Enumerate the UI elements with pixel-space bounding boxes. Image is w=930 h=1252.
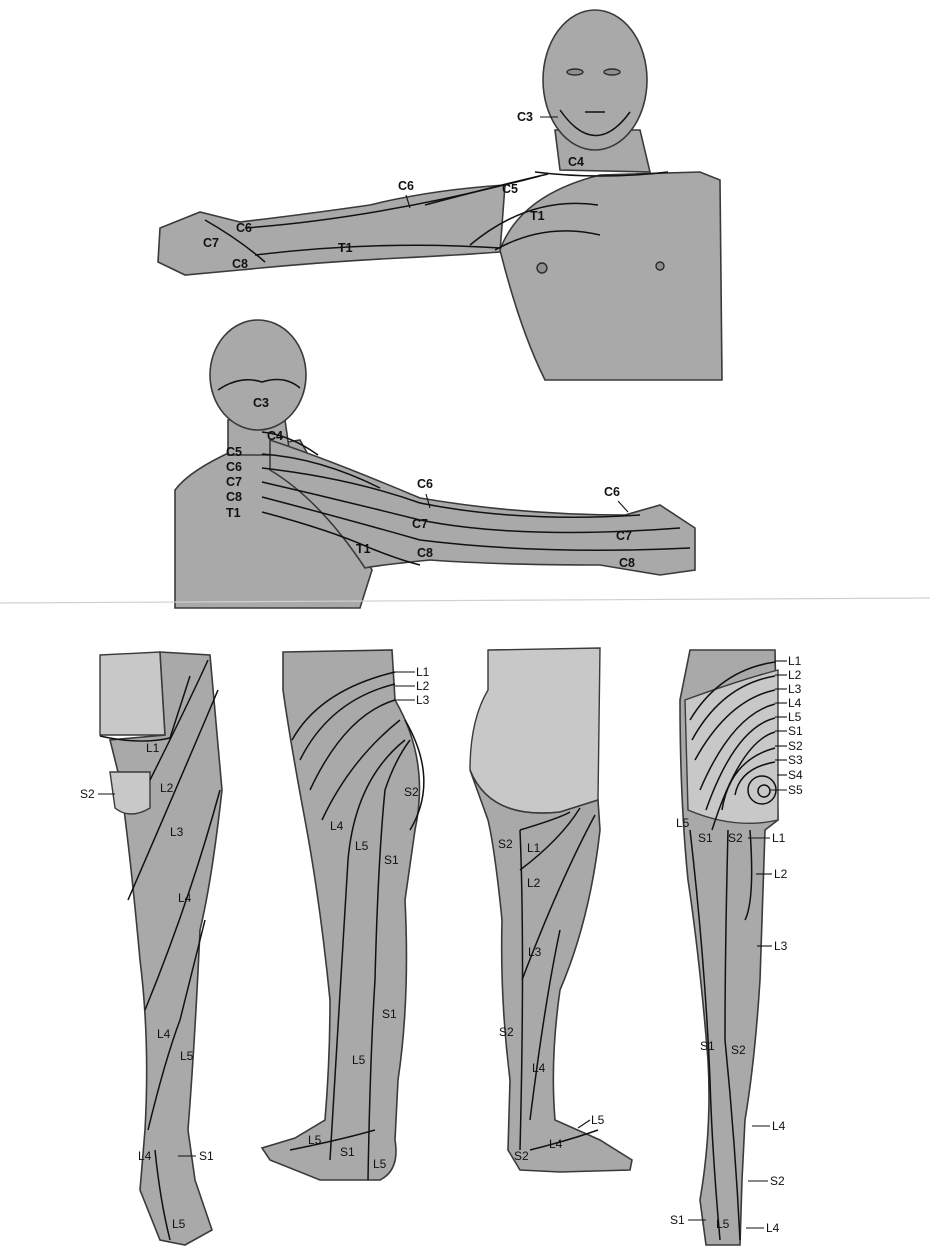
label-c6-upper: C6 xyxy=(398,179,414,193)
label-med-l4-foot: L4 xyxy=(549,1137,563,1151)
label-post-l5-side: L5 xyxy=(676,816,690,830)
label-post-l3: L3 xyxy=(788,682,802,696)
label-front-l3: L3 xyxy=(170,825,184,839)
label-post-c5: C5 xyxy=(226,445,242,459)
label-t1-chest: T1 xyxy=(530,209,545,223)
label-post-c3: C3 xyxy=(253,396,269,410)
label-post-s2-thigh: S2 xyxy=(728,831,743,845)
label-post-c8: C8 xyxy=(226,490,242,504)
label-lat-s1: S1 xyxy=(384,853,399,867)
label-post-c6-arm: C6 xyxy=(417,477,433,491)
right-eye xyxy=(604,69,620,75)
nipple-left xyxy=(537,263,547,273)
label-post-c4: C4 xyxy=(267,429,283,443)
label-post-s1: S1 xyxy=(788,724,803,738)
label-post-l1: L1 xyxy=(788,654,802,668)
label-med-s2: S2 xyxy=(498,837,513,851)
label-med-l1: L1 xyxy=(527,841,541,855)
label-post-s4: S4 xyxy=(788,768,803,782)
label-post-l4: L4 xyxy=(788,696,802,710)
label-front-l1: L1 xyxy=(146,741,160,755)
label-lat-s1-lower: S1 xyxy=(382,1007,397,1021)
label-front-s2: S2 xyxy=(80,787,95,801)
label-c3: C3 xyxy=(517,110,533,124)
label-lat-l5-foot: L5 xyxy=(308,1133,322,1147)
label-lat-l4: L4 xyxy=(330,819,344,833)
front-genital xyxy=(110,772,150,814)
label-post-t1: T1 xyxy=(226,506,241,520)
label-post-l5: L5 xyxy=(788,710,802,724)
label-lat-l3: L3 xyxy=(416,693,430,707)
label-post-t1-arm: T1 xyxy=(356,542,371,556)
label-post-l5-foot: L5 xyxy=(716,1217,730,1231)
label-lat-s2: S2 xyxy=(404,785,419,799)
label-lat-l1: L1 xyxy=(416,665,430,679)
leg-lateral-figure xyxy=(262,650,424,1180)
medial-leg xyxy=(470,770,632,1172)
front-hip-area xyxy=(100,652,165,735)
label-lat-l5-heel: L5 xyxy=(373,1157,387,1171)
left-eye xyxy=(567,69,583,75)
label-c8: C8 xyxy=(232,257,248,271)
label-med-l4: L4 xyxy=(532,1061,546,1075)
label-post-c7-hand: C7 xyxy=(616,529,632,543)
label-med-l2: L2 xyxy=(527,876,541,890)
label-post-c7-arm: C7 xyxy=(412,517,428,531)
label-post-s1-foot: S1 xyxy=(670,1213,685,1227)
anterior-arm xyxy=(158,185,505,275)
lateral-leg xyxy=(262,650,420,1180)
label-lat-l5: L5 xyxy=(355,839,369,853)
label-med-l5: L5 xyxy=(591,1113,605,1127)
label-front-l4: L4 xyxy=(178,891,192,905)
label-post-l1-thigh: L1 xyxy=(772,831,786,845)
label-post-l2-thigh: L2 xyxy=(774,867,788,881)
label-front-l4-lower: L4 xyxy=(157,1027,171,1041)
anterior-torso xyxy=(500,172,722,380)
leg-medial-figure xyxy=(470,648,632,1172)
label-post-c6-hand: C6 xyxy=(604,485,620,499)
label-post-s5: S5 xyxy=(788,783,803,797)
label-post-l2: L2 xyxy=(788,668,802,682)
label-post-s2: S2 xyxy=(788,739,803,753)
label-c4: C4 xyxy=(568,155,584,169)
leg-posterior-figure xyxy=(680,650,778,1245)
label-post-c7: C7 xyxy=(226,475,242,489)
section-divider xyxy=(0,598,930,603)
label-med-s2-lower: S2 xyxy=(499,1025,514,1039)
label-post-s2-ankle: S2 xyxy=(770,1174,785,1188)
label-front-l4-ankle: L4 xyxy=(138,1149,152,1163)
label-lat-l5-lower: L5 xyxy=(352,1053,366,1067)
label-post-c8-hand: C8 xyxy=(619,556,635,570)
medial-thigh-top xyxy=(470,648,600,813)
label-front-s1: S1 xyxy=(199,1149,214,1163)
label-med-l3: L3 xyxy=(528,945,542,959)
anterior-head xyxy=(543,10,647,150)
label-c6-hand: C6 xyxy=(236,221,252,235)
label-t1-forearm: T1 xyxy=(338,241,353,255)
label-post-s1-calf: S1 xyxy=(700,1039,715,1053)
label-lat-s1-foot: S1 xyxy=(340,1145,355,1159)
label-post-l4-calf: L4 xyxy=(772,1119,786,1133)
label-post-l4-foot: L4 xyxy=(766,1221,780,1235)
label-post-s1-thigh: S1 xyxy=(698,831,713,845)
label-lat-l2: L2 xyxy=(416,679,430,693)
posterior-head xyxy=(210,320,306,430)
label-med-s2-foot: S2 xyxy=(514,1149,529,1163)
label-front-l5-foot: L5 xyxy=(172,1217,186,1231)
nipple-right xyxy=(656,262,664,270)
label-c5: C5 xyxy=(502,182,518,196)
label-post-s3: S3 xyxy=(788,753,803,767)
label-front-l5: L5 xyxy=(180,1049,194,1063)
label-c7: C7 xyxy=(203,236,219,250)
label-post-l3-thigh: L3 xyxy=(774,939,788,953)
label-front-l2: L2 xyxy=(160,781,174,795)
label-post-c8-arm: C8 xyxy=(417,546,433,560)
label-post-s2-calf: S2 xyxy=(731,1043,746,1057)
label-post-c6: C6 xyxy=(226,460,242,474)
